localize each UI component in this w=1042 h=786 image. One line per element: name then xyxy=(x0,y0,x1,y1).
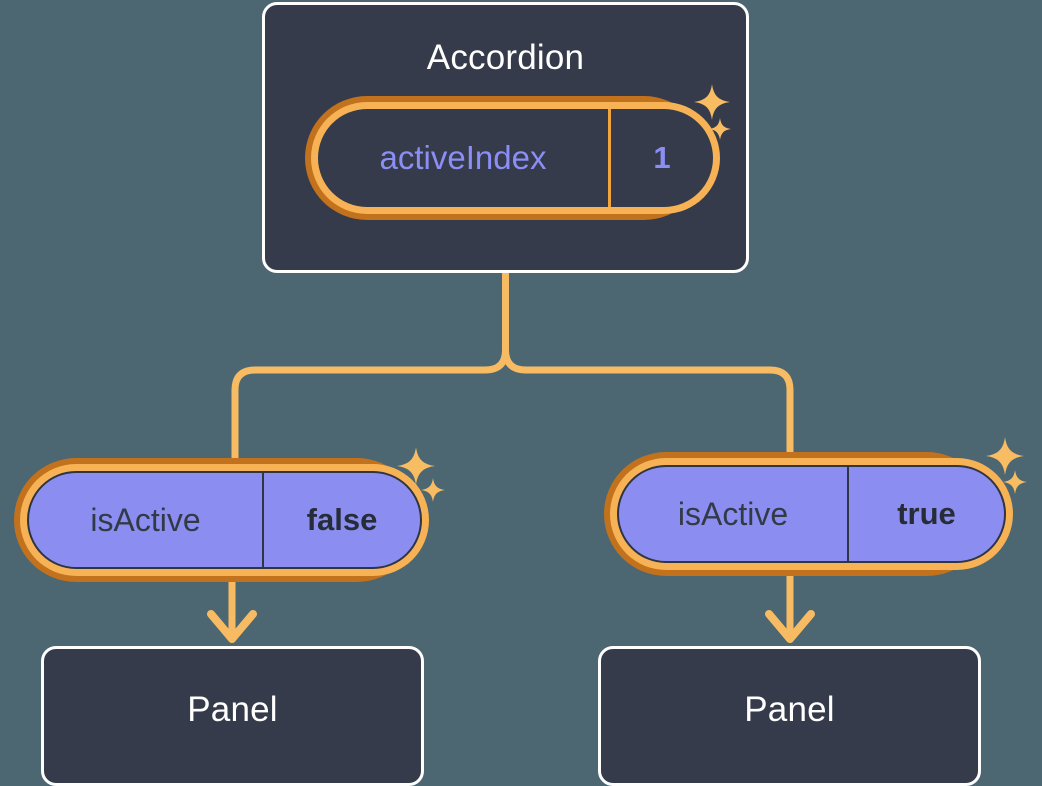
prop-chip-key: isActive xyxy=(90,501,201,538)
panel-node-left[interactable]: Panel xyxy=(41,646,424,786)
prop-chip-value: true xyxy=(847,467,1004,561)
prop-chip-active-index[interactable]: activeIndex 1 xyxy=(305,96,720,220)
prop-chip-body: activeIndex 1 xyxy=(318,109,713,207)
prop-chip-highlight-ring: isActive false xyxy=(20,464,429,576)
panel-node-right[interactable]: Panel xyxy=(598,646,981,786)
prop-chip-is-active-right[interactable]: isActive true xyxy=(604,452,1013,576)
prop-chip-is-active-left[interactable]: isActive false xyxy=(14,458,429,582)
arrow-down-icon-left xyxy=(207,581,257,643)
arrow-down-icon-right xyxy=(765,576,815,643)
connector-branch-right xyxy=(502,346,794,456)
panel-title: Panel xyxy=(744,690,835,729)
accordion-title: Accordion xyxy=(426,38,585,77)
diagram-canvas: Accordion activeIndex 1 isActive false xyxy=(14,2,1027,786)
prop-chip-body: isActive false xyxy=(27,471,422,569)
prop-chip-highlight-ring: isActive true xyxy=(610,458,1013,570)
connector-branch-left xyxy=(231,346,509,464)
prop-chip-value: false xyxy=(262,473,420,567)
prop-chip-value: 1 xyxy=(608,109,713,207)
panel-title: Panel xyxy=(187,690,278,729)
prop-chip-body: isActive true xyxy=(617,465,1006,563)
prop-chip-key: activeIndex xyxy=(379,139,547,176)
prop-chip-key: isActive xyxy=(677,495,789,532)
prop-chip-highlight-ring: activeIndex 1 xyxy=(311,102,720,214)
